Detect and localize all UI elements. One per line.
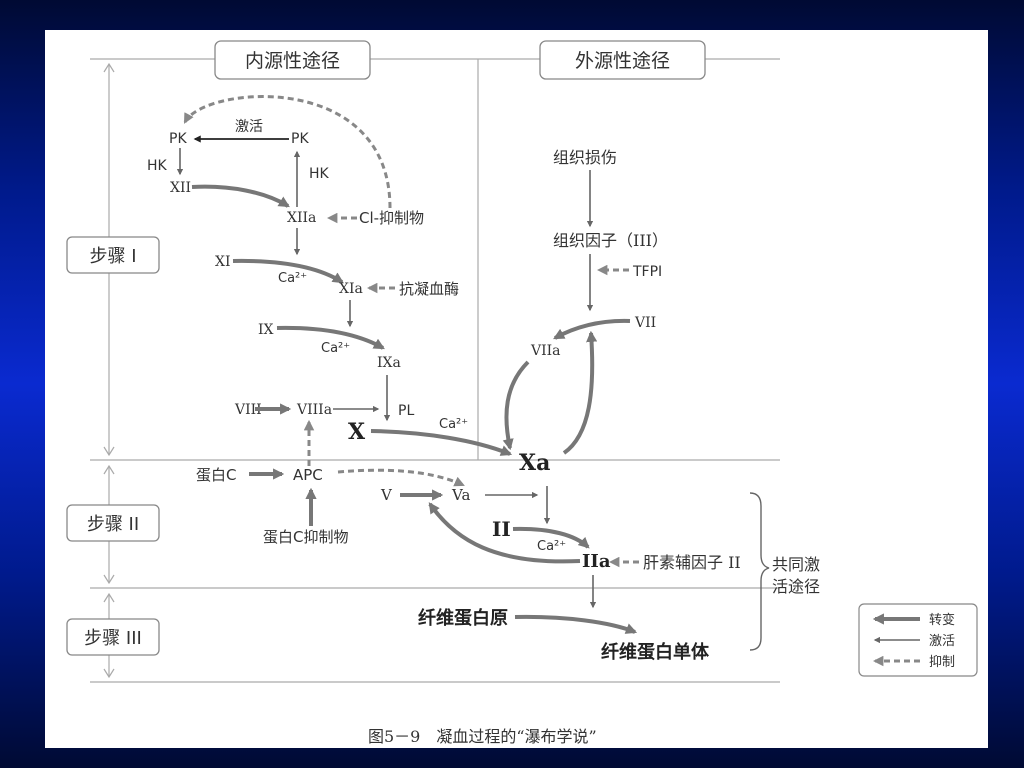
tissue-factor: 组织因子（III）: [553, 231, 668, 250]
factor-vii: VII: [634, 315, 656, 331]
factor-viii: VIII: [234, 402, 262, 418]
activate-label: 激活: [235, 118, 263, 135]
factor-viiia: VIIIa: [296, 402, 332, 418]
step-3-label: 步骤 III: [66, 618, 160, 656]
svg-text:步骤 I: 步骤 I: [89, 246, 136, 267]
svg-text:外源性途径: 外源性途径: [575, 50, 670, 72]
factor-ixa: IXa: [377, 355, 401, 371]
factor-ii: II: [492, 517, 511, 541]
tfpi: TFPI: [632, 264, 662, 280]
calcium-2: Ca²⁺: [321, 341, 350, 356]
intrinsic-pathway: PK PK 激活 HK HK XII XIIa Cl-抑制物 XI Ca²⁺ X…: [147, 95, 513, 466]
common-pathway: Xa 蛋白C APC 蛋白C抑制物 V Va II Ca²⁺ IIa 肝素辅因子…: [196, 450, 820, 663]
heparin-cofactor-ii: 肝素辅因子 II: [643, 553, 741, 572]
legend-inhibit: 抑制: [929, 655, 955, 670]
factor-xiia: XIIa: [287, 210, 316, 226]
factor-xa: Xa: [519, 450, 550, 476]
legend: 转变 激活 抑制: [858, 603, 978, 677]
fibrinogen: 纤维蛋白原: [418, 607, 508, 629]
svg-text:内源性途径: 内源性途径: [245, 50, 340, 72]
factor-xia: XIa: [339, 281, 363, 297]
factor-x: X: [348, 419, 366, 445]
coagulation-cascade-diagram: 内源性途径 外源性途径 步骤 I 步骤 II 步骤 III PK PK 激活 H…: [66, 40, 978, 746]
protein-c-inhibitor: 蛋白C抑制物: [263, 528, 348, 546]
pk-right: PK: [291, 131, 309, 147]
calcium-1: Ca²⁺: [278, 271, 307, 286]
calcium-3: Ca²⁺: [439, 417, 468, 432]
common-pathway-label-2: 活途径: [772, 577, 820, 596]
apc: APC: [293, 466, 323, 484]
calcium-4: Ca²⁺: [537, 539, 566, 554]
pk-left: PK: [169, 131, 187, 147]
legend-convert: 转变: [929, 612, 955, 628]
svg-text:步骤 II: 步骤 II: [87, 514, 139, 535]
step-2-label: 步骤 II: [66, 504, 160, 542]
header-intrinsic: 内源性途径: [214, 40, 371, 80]
step-1-label: 步骤 I: [66, 236, 160, 274]
figure-caption: 图5－9 凝血过程的“瀑布学说”: [368, 727, 597, 746]
extrinsic-pathway: 组织损伤 组织因子（III） TFPI VII VIIa: [502, 148, 668, 455]
antithrombin: 抗凝血酶: [399, 280, 459, 298]
fibrin-monomer: 纤维蛋白单体: [601, 641, 710, 663]
svg-text:步骤 III: 步骤 III: [84, 628, 142, 649]
hk-right: HK: [309, 166, 330, 182]
slide-canvas: 内源性途径 外源性途径 步骤 I 步骤 II 步骤 III PK PK 激活 H…: [45, 30, 988, 748]
factor-xii: XII: [170, 180, 191, 196]
tissue-damage: 组织损伤: [553, 148, 617, 167]
factor-iia: IIa: [582, 551, 611, 572]
common-pathway-brace: [749, 492, 770, 651]
guide-lines: [90, 58, 780, 683]
factor-viia: VIIa: [530, 343, 561, 359]
legend-activate: 激活: [929, 634, 955, 649]
header-extrinsic: 外源性途径: [539, 40, 706, 80]
ci-inhibitor: Cl-抑制物: [359, 209, 424, 227]
protein-c: 蛋白C: [196, 466, 236, 484]
factor-ix: IX: [258, 322, 274, 338]
common-pathway-label-1: 共同激: [772, 555, 820, 574]
factor-va: Va: [451, 486, 470, 504]
hk-left: HK: [147, 158, 168, 174]
factor-v: V: [380, 486, 393, 504]
phospholipid: PL: [398, 403, 414, 419]
factor-xi: XI: [215, 254, 231, 270]
